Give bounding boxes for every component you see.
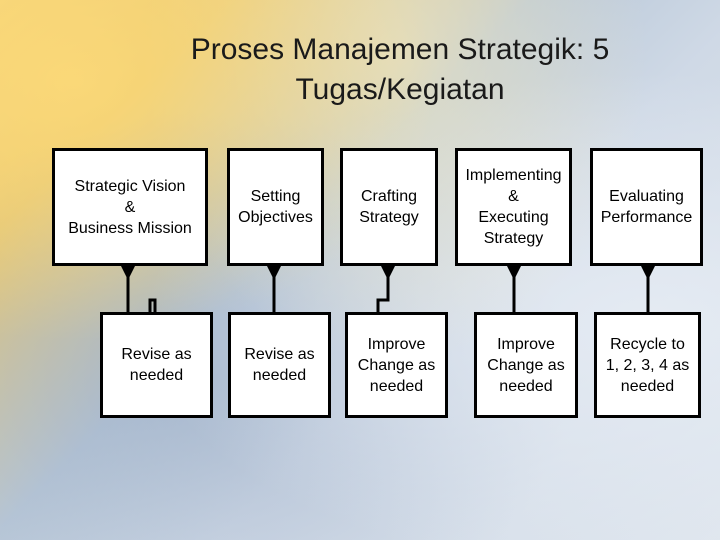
task-label: Crafting Strategy bbox=[359, 188, 419, 226]
feedback-box-4: Improve Change as needed bbox=[474, 312, 578, 418]
task-box-setting-objectives: Setting Objectives bbox=[227, 148, 324, 266]
feedback-label: Improve Change as needed bbox=[357, 335, 436, 395]
task-label: Implementing & Executing Strategy bbox=[465, 167, 562, 247]
task-label: Evaluating Performance bbox=[600, 188, 693, 226]
feedback-label: Recycle to 1, 2, 3, 4 as needed bbox=[605, 335, 690, 395]
feedback-box-2: Revise as needed bbox=[228, 312, 331, 418]
feedback-box-3: Improve Change as needed bbox=[345, 312, 448, 418]
feedback-label: Improve Change as needed bbox=[487, 335, 565, 395]
connector-1-right bbox=[148, 298, 157, 312]
connector-3 bbox=[376, 256, 400, 312]
feedback-label: Revise as needed bbox=[121, 346, 192, 384]
task-box-strategic-vision: Strategic Vision & Business Mission bbox=[52, 148, 208, 266]
feedback-box-5: Recycle to 1, 2, 3, 4 as needed bbox=[594, 312, 701, 418]
task-label: Setting Objectives bbox=[238, 188, 313, 226]
task-box-implementing-strategy: Implementing & Executing Strategy bbox=[455, 148, 572, 266]
task-box-evaluating-performance: Evaluating Performance bbox=[590, 148, 703, 266]
slide-title: Proses Manajemen Strategik: 5 Tugas/Kegi… bbox=[190, 33, 610, 106]
feedback-label: Revise as needed bbox=[244, 346, 315, 384]
task-box-crafting-strategy: Crafting Strategy bbox=[340, 148, 438, 266]
task-label: Strategic Vision & Business Mission bbox=[68, 177, 192, 237]
feedback-box-1: Revise as needed bbox=[100, 312, 213, 418]
